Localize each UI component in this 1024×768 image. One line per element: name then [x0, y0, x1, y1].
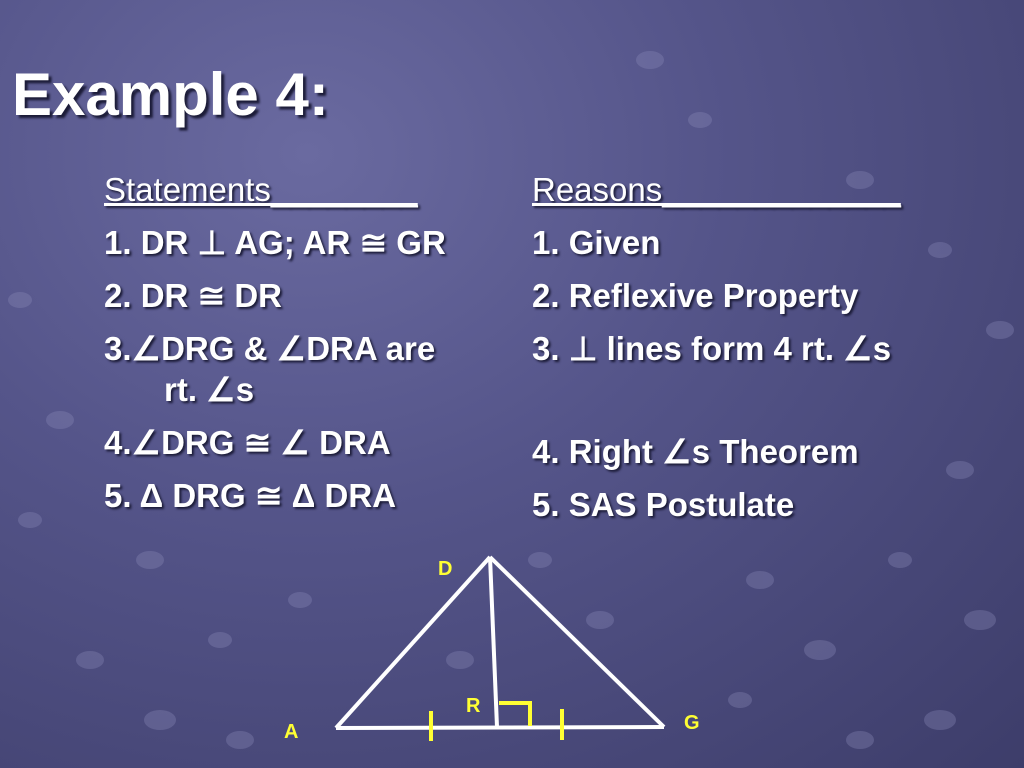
segment-ag [335, 725, 665, 730]
statements-header: Statements________ [104, 171, 418, 208]
triangle-figure: D R A G [284, 555, 700, 743]
statement-3: 3.∠DRG & ∠DRA are [104, 330, 436, 367]
reason-1: 1. Given [532, 224, 661, 261]
reasons-column: Reasons_____________ 1. Given 2. Reflexi… [532, 163, 972, 531]
reason-3: 3. ⊥ lines form 4 rt. ∠s [532, 330, 892, 367]
segment-dr [488, 556, 499, 728]
reason-spacer [532, 375, 972, 425]
segment-da [334, 555, 492, 730]
statement-5: 5. Δ DRG ≅ Δ DRA [104, 477, 397, 514]
vertex-label-g: G [684, 712, 700, 734]
statement-3-continued: rt. ∠s [164, 371, 255, 408]
slide-title: Example 4: [12, 61, 329, 128]
statements-column: Statements________ 1. DR ⊥ AG; AR ≅ GR 2… [104, 163, 524, 522]
reason-5: 5. SAS Postulate [532, 486, 795, 523]
reason-2: 2. Reflexive Property [532, 277, 859, 314]
reasons-header: Reasons_____________ [532, 171, 901, 208]
statement-1: 1. DR ⊥ AG; AR ≅ GR [104, 224, 446, 261]
vertex-label-r: R [466, 695, 481, 717]
right-angle-mark [499, 701, 532, 726]
reason-4: 4. Right ∠s Theorem [532, 433, 859, 470]
statement-4: 4.∠DRG ≅ ∠ DRA [104, 424, 391, 461]
statement-2: 2. DR ≅ DR [104, 277, 283, 314]
segment-dg [488, 555, 666, 729]
vertex-label-a: A [284, 721, 298, 743]
vertex-label-d: D [438, 558, 452, 580]
